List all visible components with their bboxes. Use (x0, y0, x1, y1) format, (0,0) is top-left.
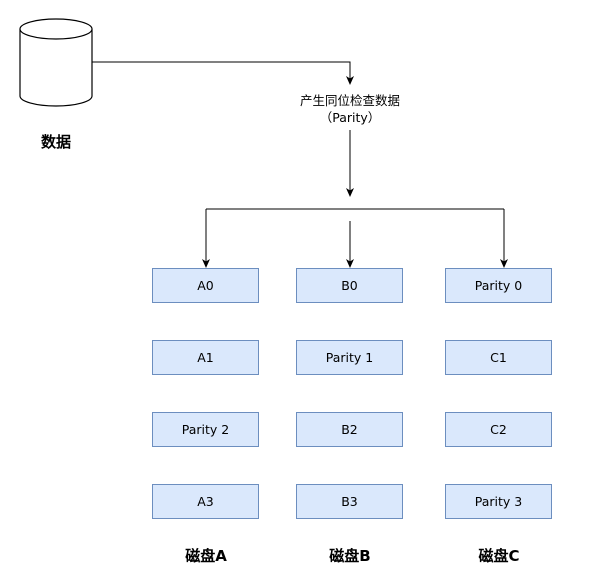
data-source-label: 数据 (40, 133, 71, 151)
parity-process-line1: 产生同位检查数据 (299, 93, 400, 108)
disk-c-block-3: Parity 3 (445, 484, 552, 519)
disk-b-block-1: Parity 1 (296, 340, 403, 375)
disk-b-block-3: B3 (296, 484, 403, 519)
disk-c-label: 磁盘C (478, 547, 520, 565)
database-icon (19, 18, 93, 107)
disk-c-block-1: C1 (445, 340, 552, 375)
parity-process-line2: （Parity） (319, 110, 381, 125)
disk-a-block-1: A1 (152, 340, 259, 375)
disk-b-block-2: B2 (296, 412, 403, 447)
disk-a-block-3: A3 (152, 484, 259, 519)
disk-a-block-2: Parity 2 (152, 412, 259, 447)
arrow-data-to-parity (92, 61, 354, 85)
disk-a-label: 磁盘A (185, 547, 227, 565)
disk-b-block-0: B0 (296, 268, 403, 303)
disk-a-block-0: A0 (152, 268, 259, 303)
disk-c-block-2: C2 (445, 412, 552, 447)
disk-c-block-0: Parity 0 (445, 268, 552, 303)
parity-process-label: 产生同位检查数据 （Parity） (260, 92, 440, 126)
disk-b-label: 磁盘B (329, 547, 371, 565)
